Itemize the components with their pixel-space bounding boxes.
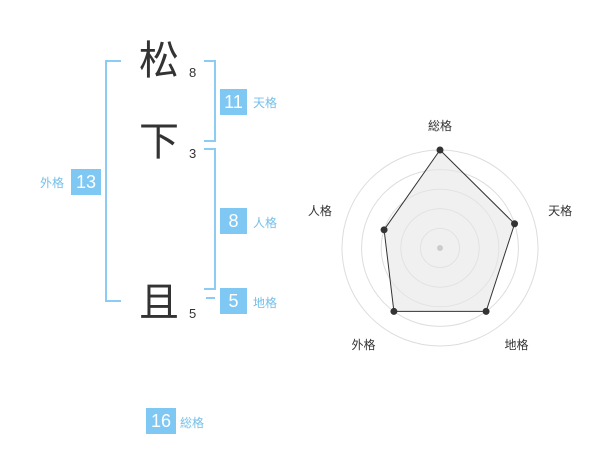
radar-point-4 xyxy=(380,226,388,234)
gaikaku-badge: 13 xyxy=(71,169,101,195)
chikaku-label: 地格 xyxy=(253,296,278,310)
tenkaku-label: 天格 xyxy=(253,96,278,110)
radar-axis-label-3: 外格 xyxy=(351,337,375,352)
chikaku-bracket xyxy=(206,297,215,299)
stroke-count-3: 5 xyxy=(189,306,197,321)
tenkaku-bracket xyxy=(204,60,216,142)
gaikaku-label: 外格 xyxy=(40,176,65,190)
chikaku-badge: 5 xyxy=(220,288,247,314)
soukaku-badge: 16 xyxy=(146,408,176,434)
radar-point-1 xyxy=(511,220,519,228)
jinkaku-label: 人格 xyxy=(253,216,278,230)
radar-series-polygon xyxy=(383,149,516,312)
jinkaku-badge: 8 xyxy=(220,208,247,234)
name-char-2: 下 xyxy=(139,119,179,165)
radar-point-0 xyxy=(436,146,444,154)
radar-point-2 xyxy=(482,307,490,315)
radar-point-3 xyxy=(390,307,398,315)
radar-axis-label-0: 総格 xyxy=(428,118,452,133)
radar-axis-label-2: 地格 xyxy=(505,337,529,352)
stroke-count-2: 3 xyxy=(189,146,197,161)
stroke-count-1: 8 xyxy=(189,65,197,80)
name-char-3: 且 xyxy=(139,280,179,326)
soukaku-label: 総格 xyxy=(180,416,205,430)
tenkaku-badge: 11 xyxy=(220,89,247,115)
radar-axis-label-4: 人格 xyxy=(308,203,332,218)
name-char-1: 松 xyxy=(139,38,179,84)
jinkaku-bracket xyxy=(204,148,216,290)
radar-center-dot xyxy=(437,245,443,251)
radar-axis-label-1: 天格 xyxy=(548,203,572,218)
gaikaku-bracket xyxy=(105,60,121,302)
